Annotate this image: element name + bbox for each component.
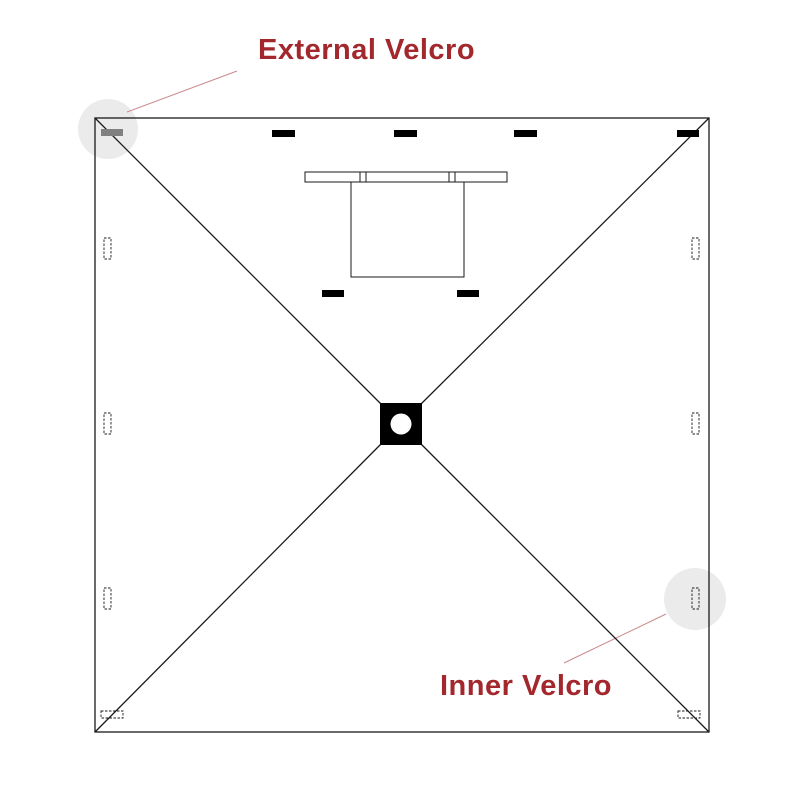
inner-velcro-strip-icon (103, 412, 112, 435)
inner-velcro-strip-icon (100, 710, 124, 719)
external-velcro-callout-line (126, 70, 238, 113)
external-velcro-strip-icon (322, 290, 344, 297)
center-hole-icon (380, 403, 422, 445)
inner-velcro-strip-icon (691, 587, 700, 610)
diagonal-top-left (94, 117, 382, 405)
diagonal-bottom-left (94, 443, 382, 733)
external-velcro-strip-icon (457, 290, 479, 297)
inner-velcro-strip-icon (677, 710, 701, 719)
external-velcro-strip-icon (677, 130, 699, 137)
external-velcro-strip-icon (394, 130, 417, 137)
inner-velcro-strip-icon (691, 237, 700, 260)
inner-velcro-strip-icon (103, 237, 112, 260)
door-top-bar (304, 171, 508, 183)
external-velcro-strip-icon (101, 129, 123, 136)
external-velcro-strip-icon (272, 130, 295, 137)
outer-square (94, 117, 710, 733)
external-velcro-label: External Velcro (258, 34, 476, 66)
diagonal-top-right (420, 117, 710, 405)
inner-velcro-strip-icon (691, 412, 700, 435)
door-panel (304, 171, 508, 278)
door-body (350, 181, 465, 278)
inner-velcro-strip-icon (103, 587, 112, 610)
external-velcro-strip-icon (514, 130, 537, 137)
inner-velcro-label: Inner Velcro (440, 670, 613, 702)
inner-velcro-highlight (664, 568, 726, 630)
diagonal-bottom-right (420, 443, 710, 733)
